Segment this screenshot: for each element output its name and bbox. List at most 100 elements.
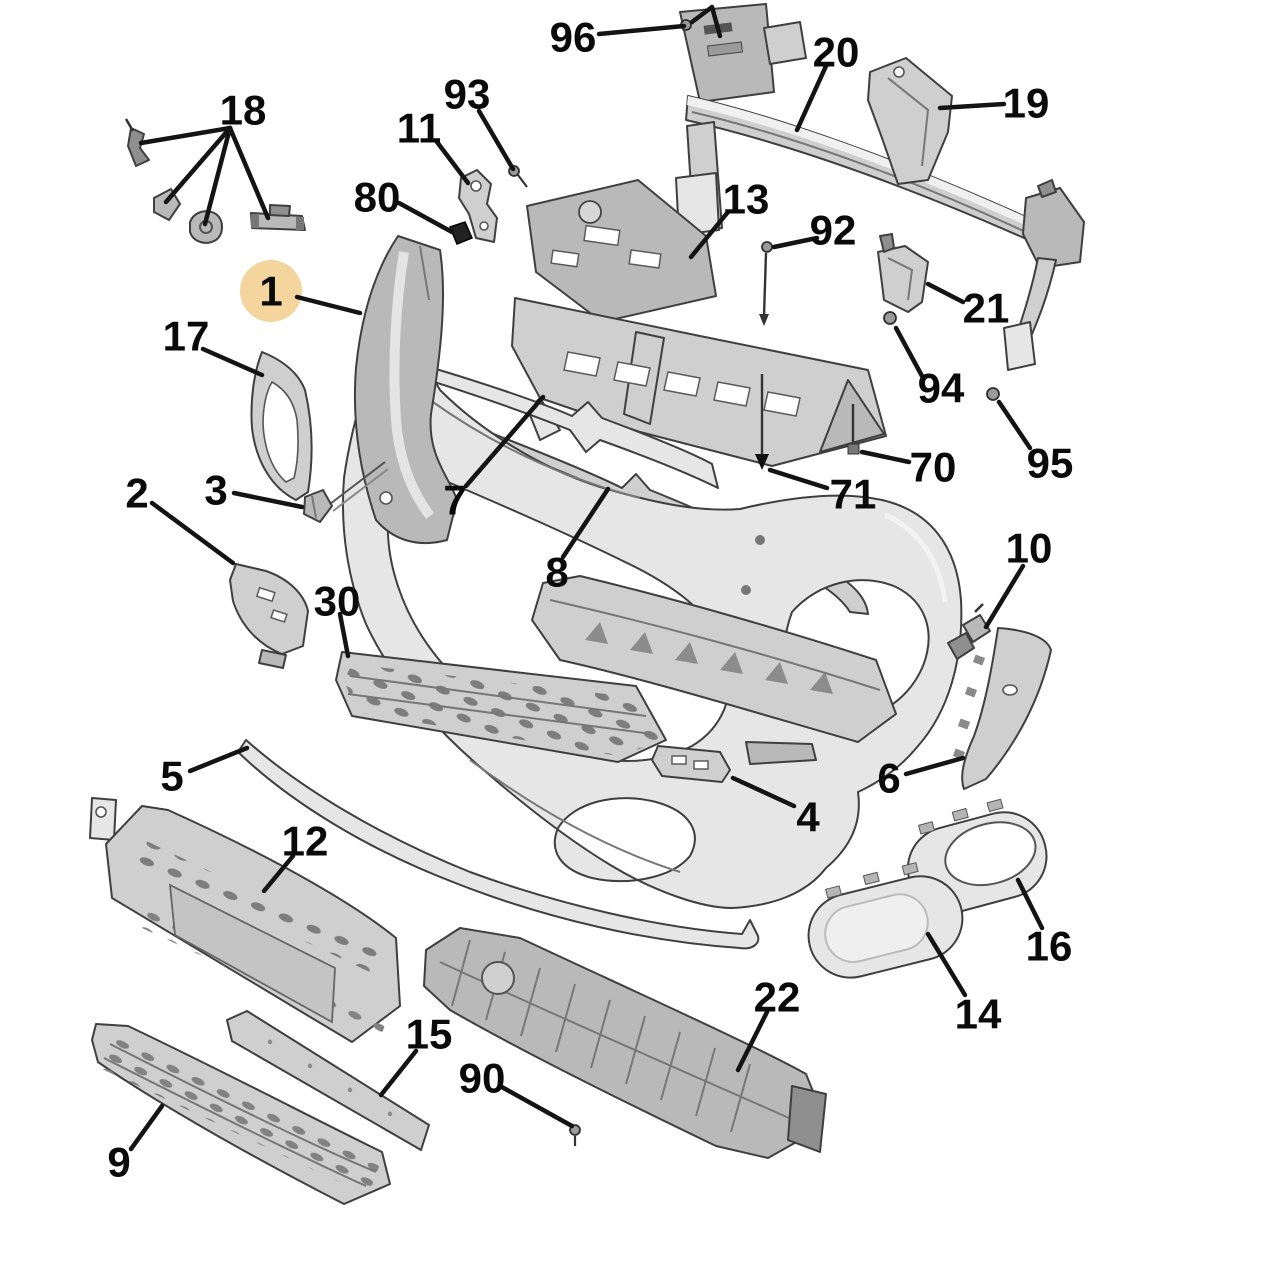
leader-line-11 [434,139,471,186]
beam-bracket-rib [706,41,744,57]
clip-18-c-cap-left [251,214,259,228]
bracket-19-hole [893,66,905,78]
screw-95 [986,387,1000,401]
filler-strip-15 [226,1010,430,1151]
clip-18-c-tab [269,204,291,217]
leader-line-2 [149,500,236,566]
part-label-11: 11 [397,105,441,152]
leader-line-19 [937,101,1007,111]
absorber-notch-4 [720,652,743,674]
bracket-11 [458,169,498,243]
bracket-11-hole-a [470,180,482,192]
part-label-19: 19 [1003,80,1050,127]
leader-line-96 [596,23,687,37]
part-label-18: 18 [220,87,267,134]
leader-line-18 [163,125,233,205]
part-label-22: 22 [754,974,801,1021]
clip-3-pin-a [329,461,386,505]
part-label-8: 8 [545,549,568,596]
clip-3-pin-b [332,468,389,512]
bracket-21-rib [887,257,914,301]
bracket-19-fold [887,77,930,167]
part-label-5: 5 [160,753,183,800]
part-label-92: 92 [810,207,857,254]
upper-molding-7 [421,365,719,489]
deflector-rib-1 [451,939,471,1007]
absorber-notch-1 [585,622,608,644]
center-grille-30 [335,651,667,763]
grille-9-slat-2 [103,1057,367,1187]
cover-14-tab-2 [862,871,880,886]
leader-line-16 [1015,877,1045,931]
part-label-96: 96 [550,14,597,61]
arch-trim-6 [952,627,1052,790]
blade-6-stud-3 [957,718,971,730]
leader-line-18 [227,125,271,221]
screw-93-shaft [517,174,528,188]
grille-support-panel-13 [511,179,887,467]
lower-deflector-22 [423,927,827,1159]
leader-line-71 [767,467,830,491]
part-label-95: 95 [1027,440,1074,487]
trim-17-window [262,380,299,483]
part-label-9: 9 [107,1139,130,1186]
panel-13-slot-c [550,249,580,268]
panel-13-horn-hole [578,200,602,224]
leader-line-14 [925,931,968,998]
part-label-10: 10 [1006,525,1053,572]
part-label-70: 70 [910,444,957,491]
side-support-hole [379,491,393,505]
cover-14-tab-1 [824,885,842,899]
cover-14-face [824,893,929,963]
panel-13-vent-2 [613,361,651,387]
strip-15-dot-3 [347,1087,353,1093]
part-label-30: 30 [314,578,361,625]
bracket-4-rib [745,741,817,765]
leader-line-5 [187,745,250,774]
fascia-lower-crease [469,759,681,873]
bracket-21-prong [879,233,895,253]
part-label-3: 3 [204,467,227,514]
strip-15-dot-2 [307,1063,313,1069]
absorber-notch-3 [675,642,698,664]
panel-13-vent-5 [763,391,801,417]
highlight-circle-1 [240,260,302,322]
bracket-4-slot-a [671,755,687,765]
bracket-2-slot-a [255,586,276,603]
deflector-end-block [787,1085,827,1153]
deflector-tow-ring [481,961,515,995]
bracket-2-foot [258,649,287,669]
bracket-11-hole-b [479,221,489,231]
leader-line-8 [560,486,611,560]
leader-line-21 [925,281,966,305]
leader-line-13 [688,209,731,260]
part-label-1: 1 [259,268,282,315]
leader-line-6 [903,755,966,777]
lower-grille-9 [91,1023,391,1205]
leader-lines-layer [128,4,1045,1152]
grille-12-ear-hole [95,806,107,818]
part-label-20: 20 [813,29,860,76]
leader-line-12 [261,853,296,894]
beam-right-foot [1003,321,1036,371]
leader-line-10 [983,563,1026,630]
side-support-highlight [389,251,435,519]
bezel-16-opening [944,821,1037,887]
part-label-6: 6 [877,755,900,802]
grille-12-plate-recess [168,883,336,1024]
bracket-19-body [867,57,953,185]
part-label-14: 14 [955,991,1002,1038]
screw-92 [761,241,773,253]
leader-line-80 [396,200,455,235]
part-label-16: 16 [1026,923,1073,970]
bracket-4-slot-b [693,760,709,770]
bracket-2-slot-b [270,609,288,623]
blade-6-stud-2 [964,686,978,698]
clip-18-c-cap-right [296,217,304,230]
leader-line-1 [294,294,363,316]
lower-trim-strip-5 [237,739,760,950]
fascia-sensor-hole-a [741,585,751,595]
absorber-notch-2 [630,632,653,654]
